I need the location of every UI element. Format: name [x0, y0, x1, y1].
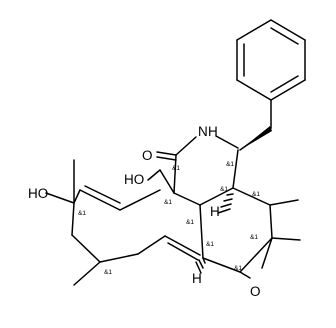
hydroxyl-center-label: HO [124, 172, 144, 187]
nitrogen-h-label: H [208, 124, 218, 139]
bond-c6-c7 [239, 237, 273, 273]
hash-c8-h [195, 257, 206, 274]
stereo-c21: &1 [172, 165, 180, 172]
bond-n-c3 [215, 135, 239, 149]
bond-c9-c1 [173, 154, 177, 194]
bond-c4-c5 [232, 187, 271, 206]
stereo-c6: &1 [250, 234, 258, 241]
nitrogen-label: N [198, 124, 208, 139]
bond-c19-c18 [73, 189, 81, 204]
carbonyl-o-label: O [142, 148, 153, 163]
bond-c5-methyl [269, 199, 299, 206]
stereo-c5: &1 [252, 191, 260, 198]
bond-c15-c14 [137, 235, 166, 255]
stereo-c18: &1 [78, 210, 86, 217]
stereo-c4: &1 [220, 186, 228, 193]
bond-c14-c13-2 [167, 242, 199, 261]
bond-c1-n [175, 136, 197, 156]
bond-c17-c16 [71, 234, 101, 263]
h-lower-label: H [192, 271, 202, 286]
bond-c20-c19 [79, 189, 121, 211]
bond-c1-o [156, 151, 177, 156]
bond-c6-methyl [271, 237, 301, 241]
bond-c16-methyl [73, 261, 101, 286]
wedge-c3-ch2 [240, 126, 272, 150]
benzene-ring [236, 19, 306, 101]
bond-c7-c8 [202, 257, 241, 273]
h-upper-label: H [210, 204, 220, 219]
bond-c16-c15 [99, 253, 139, 263]
stereo-c8: &1 [206, 241, 214, 248]
stereo-c9: &1 [164, 199, 172, 206]
bond-c14-c13 [164, 235, 201, 256]
bond-c20-c19-2 [84, 185, 121, 204]
bond-c4-c3a [199, 187, 234, 206]
hash-c4-h [217, 193, 234, 214]
bond-c21-c20 [119, 189, 161, 211]
stereo-c7: &1 [234, 265, 242, 272]
stereo-c16: &1 [104, 269, 112, 276]
stereo-c3a: &1 [186, 219, 194, 226]
bond-c18-ho [45, 192, 75, 204]
bond-c8-c3a [199, 204, 204, 259]
epoxide-o-label: O [250, 284, 261, 299]
bond-c21-oh [147, 169, 161, 181]
bond-c1-o-2 [156, 156, 177, 161]
bond-c6-oepox [261, 237, 273, 269]
bond-c3a-c9 [173, 192, 201, 206]
bond-c3-c4 [232, 149, 239, 189]
hydroxyl-left-label: HO [28, 186, 48, 201]
stereo-c3: &1 [226, 161, 234, 168]
bond-c9-c21 [159, 169, 175, 194]
bond-c5-c6 [269, 204, 273, 239]
bond-c7-oepox [239, 271, 251, 279]
bond-c18-c17 [71, 202, 75, 236]
